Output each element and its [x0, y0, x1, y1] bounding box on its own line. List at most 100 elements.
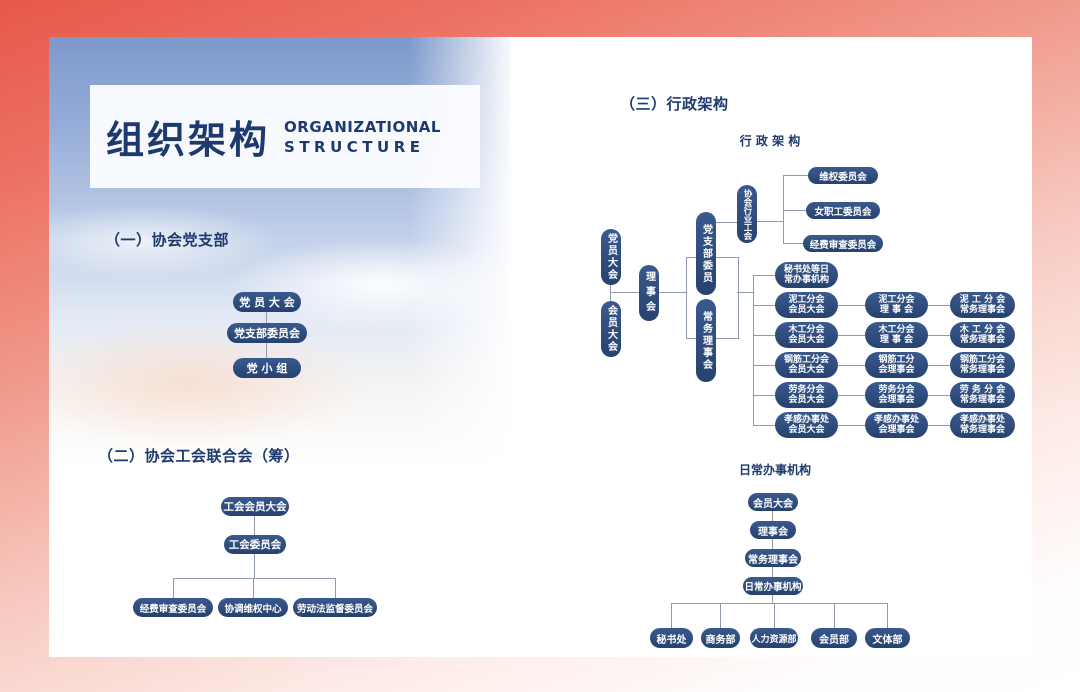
node-line1: 木工分会 [788, 324, 825, 335]
connector-line [783, 210, 806, 211]
connector-line [737, 292, 753, 293]
node-line2: 会员大会 [788, 395, 825, 405]
node-xiaogan-office-congress: 孝感办事处 会员大会 [775, 412, 838, 438]
node-party-branch-members-v: 党支部委员 [696, 212, 716, 295]
connector-line [887, 603, 888, 628]
node-labor-branch-standing-council: 劳 务 分 会 常务理事会 [950, 382, 1015, 408]
node-line2: 常务理事会 [959, 335, 1005, 345]
connector-line [838, 395, 865, 396]
node-line1: 孝感办事处 [783, 414, 829, 425]
node-line1: 孝感办事处 [873, 414, 919, 425]
node-carpenter-branch-congress: 木工分会 会员大会 [775, 322, 838, 348]
connector-line [774, 603, 775, 628]
connector-line [928, 305, 950, 306]
connector-line [838, 425, 865, 426]
node-line2: 会员大会 [788, 335, 825, 345]
connector-line [671, 603, 888, 604]
node-line1: 秘书处等日 [783, 264, 829, 275]
node-line1: 钢筋工分会 [959, 354, 1005, 365]
node-line1: 劳务分会 [878, 384, 915, 395]
node-carpenter-branch-council: 木工分会 理 事 会 [865, 322, 928, 348]
node-line1: 木 工 分 会 [959, 324, 1006, 335]
connector-line [671, 603, 672, 628]
node-member-congress-v: 会员大会 [601, 301, 621, 357]
connector-line [834, 603, 835, 628]
connector-line [753, 275, 754, 426]
node-union-committee: 工会委员会 [224, 535, 286, 554]
connector-line [783, 175, 784, 244]
page-title-en-line2: STRUCTURE [284, 137, 425, 156]
node-rights-coordination-center: 协调维权中心 [218, 598, 288, 617]
node-line2: 会员大会 [788, 305, 825, 315]
connector-line [772, 595, 773, 603]
node-party-branch-committee: 党支部委员会 [227, 323, 307, 343]
node-line2: 会理事会 [878, 365, 915, 375]
node-line1: 泥工分会 [788, 294, 825, 305]
connector-line [838, 365, 865, 366]
node-member-congress: 会员大会 [748, 493, 798, 511]
page-title-en-line1: ORGANIZATIONAL [284, 117, 441, 136]
dept-human-resources: 人力资源部 [750, 628, 798, 648]
connector-line [783, 175, 808, 176]
node-women-workers-committee: 女职工委员会 [806, 202, 880, 219]
connector-line [266, 312, 267, 323]
node-council: 理事会 [750, 521, 796, 539]
node-standing-council-v: 常务理事会 [696, 299, 716, 382]
connector-line [610, 285, 611, 301]
node-line1: 孝感办事处 [959, 414, 1005, 425]
connector-line [772, 567, 773, 577]
node-line2: 会员大会 [788, 425, 825, 435]
connector-line [254, 554, 255, 578]
connector-line [753, 305, 775, 306]
node-carpenter-branch-standing-council: 木 工 分 会 常务理事会 [950, 322, 1015, 348]
node-labor-branch-council: 劳务分会 会理事会 [865, 382, 928, 408]
section1-heading: （一）协会党支部 [105, 231, 230, 249]
node-mason-branch-standing-council: 泥 工 分 会 常务理事会 [950, 292, 1015, 318]
node-line2: 常办事机构 [783, 275, 829, 285]
connector-line [928, 425, 950, 426]
connector-line [753, 365, 775, 366]
node-line1: 钢筋工分会 [783, 354, 829, 365]
node-line2: 会理事会 [878, 425, 915, 435]
connector-line [173, 578, 174, 598]
node-daily-office-organ: 日常办事机构 [743, 577, 803, 595]
node-union-member-congress: 工会会员大会 [221, 497, 289, 516]
node-line2: 常务理事会 [959, 305, 1005, 315]
node-rights-protection-committee: 维权委员会 [808, 167, 878, 184]
node-standing-council: 常务理事会 [745, 549, 801, 567]
dept-culture-sports: 文体部 [865, 628, 910, 648]
node-line2: 常务理事会 [959, 395, 1005, 405]
node-industry-union-v: 协会行业工会 [737, 185, 757, 243]
node-line1: 钢筋工分 [878, 354, 915, 365]
node-line2: 常务理事会 [959, 425, 1005, 435]
dept-membership: 会员部 [811, 628, 857, 648]
connector-line [335, 578, 336, 598]
node-funds-review-committee: 经费审查委员会 [133, 598, 213, 617]
node-line2: 会员大会 [788, 365, 825, 375]
node-line2: 会理事会 [878, 395, 915, 405]
connector-line [753, 395, 775, 396]
connector-line [757, 221, 783, 222]
node-line1: 木工分会 [878, 324, 915, 335]
node-mason-branch-council: 泥工分会 理 事 会 [865, 292, 928, 318]
node-labor-branch-congress: 劳务分会 会员大会 [775, 382, 838, 408]
node-party-member-congress-v: 党员大会 [601, 229, 621, 285]
node-line1: 泥工分会 [878, 294, 915, 305]
node-rebar-branch-council: 钢筋工分 会理事会 [865, 352, 928, 378]
node-rebar-branch-congress: 钢筋工分会 会员大会 [775, 352, 838, 378]
node-party-member-congress: 党 员 大 会 [233, 292, 301, 312]
connector-line [753, 425, 775, 426]
dept-business: 商务部 [701, 628, 740, 648]
node-line1: 泥 工 分 会 [959, 294, 1006, 305]
node-line1: 劳务分会 [788, 384, 825, 395]
connector-line [772, 539, 773, 549]
node-rebar-branch-standing-council: 钢筋工分会 常务理事会 [950, 352, 1015, 378]
node-line2: 常务理事会 [959, 365, 1005, 375]
section3-heading: （三）行政架构 [620, 95, 729, 113]
node-line2: 理 事 会 [879, 305, 914, 315]
connector-line [659, 292, 686, 293]
connector-line [783, 243, 803, 244]
node-line1: 劳 务 分 会 [959, 384, 1006, 395]
connector-line [253, 578, 254, 598]
